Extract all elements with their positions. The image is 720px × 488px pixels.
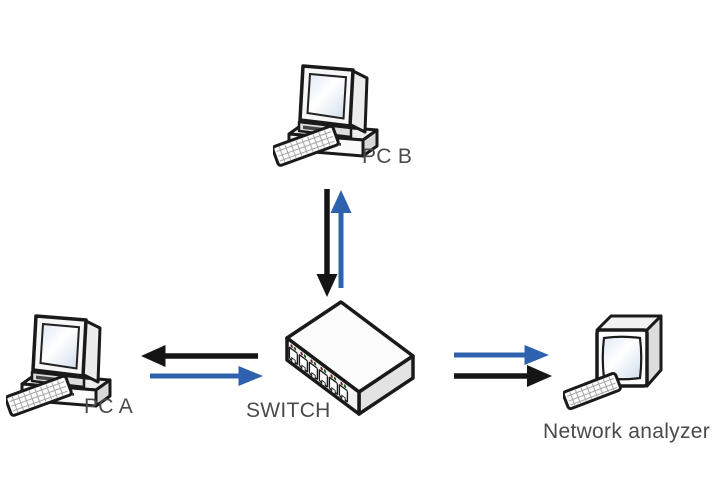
node-label-pc-b: PC B	[362, 145, 413, 168]
node-label-switch: SWITCH	[246, 399, 331, 422]
node-label-network-analyzer: Network analyzer	[543, 420, 711, 443]
node-label-pc-a: PC A	[84, 395, 134, 418]
node-network-analyzer	[563, 312, 671, 416]
ethernet-switch-icon	[285, 300, 415, 416]
node-pc-b	[273, 56, 385, 170]
arrow-pca-to-switch-blue	[150, 366, 263, 386]
arrow-switch-to-pca-black	[141, 345, 258, 367]
node-pc-a	[6, 306, 118, 420]
arrow-switch-to-pcb-blue	[330, 190, 352, 288]
arrow-switch-to-analyzer-blue	[454, 345, 549, 365]
arrow-pcb-to-switch-black	[316, 189, 338, 297]
node-switch	[282, 297, 416, 419]
desktop-computer-icon	[273, 64, 379, 167]
arrow-switch-to-analyzer-black	[454, 365, 552, 387]
monitor-keyboard-icon	[563, 314, 663, 411]
desktop-computer-icon	[6, 314, 112, 417]
